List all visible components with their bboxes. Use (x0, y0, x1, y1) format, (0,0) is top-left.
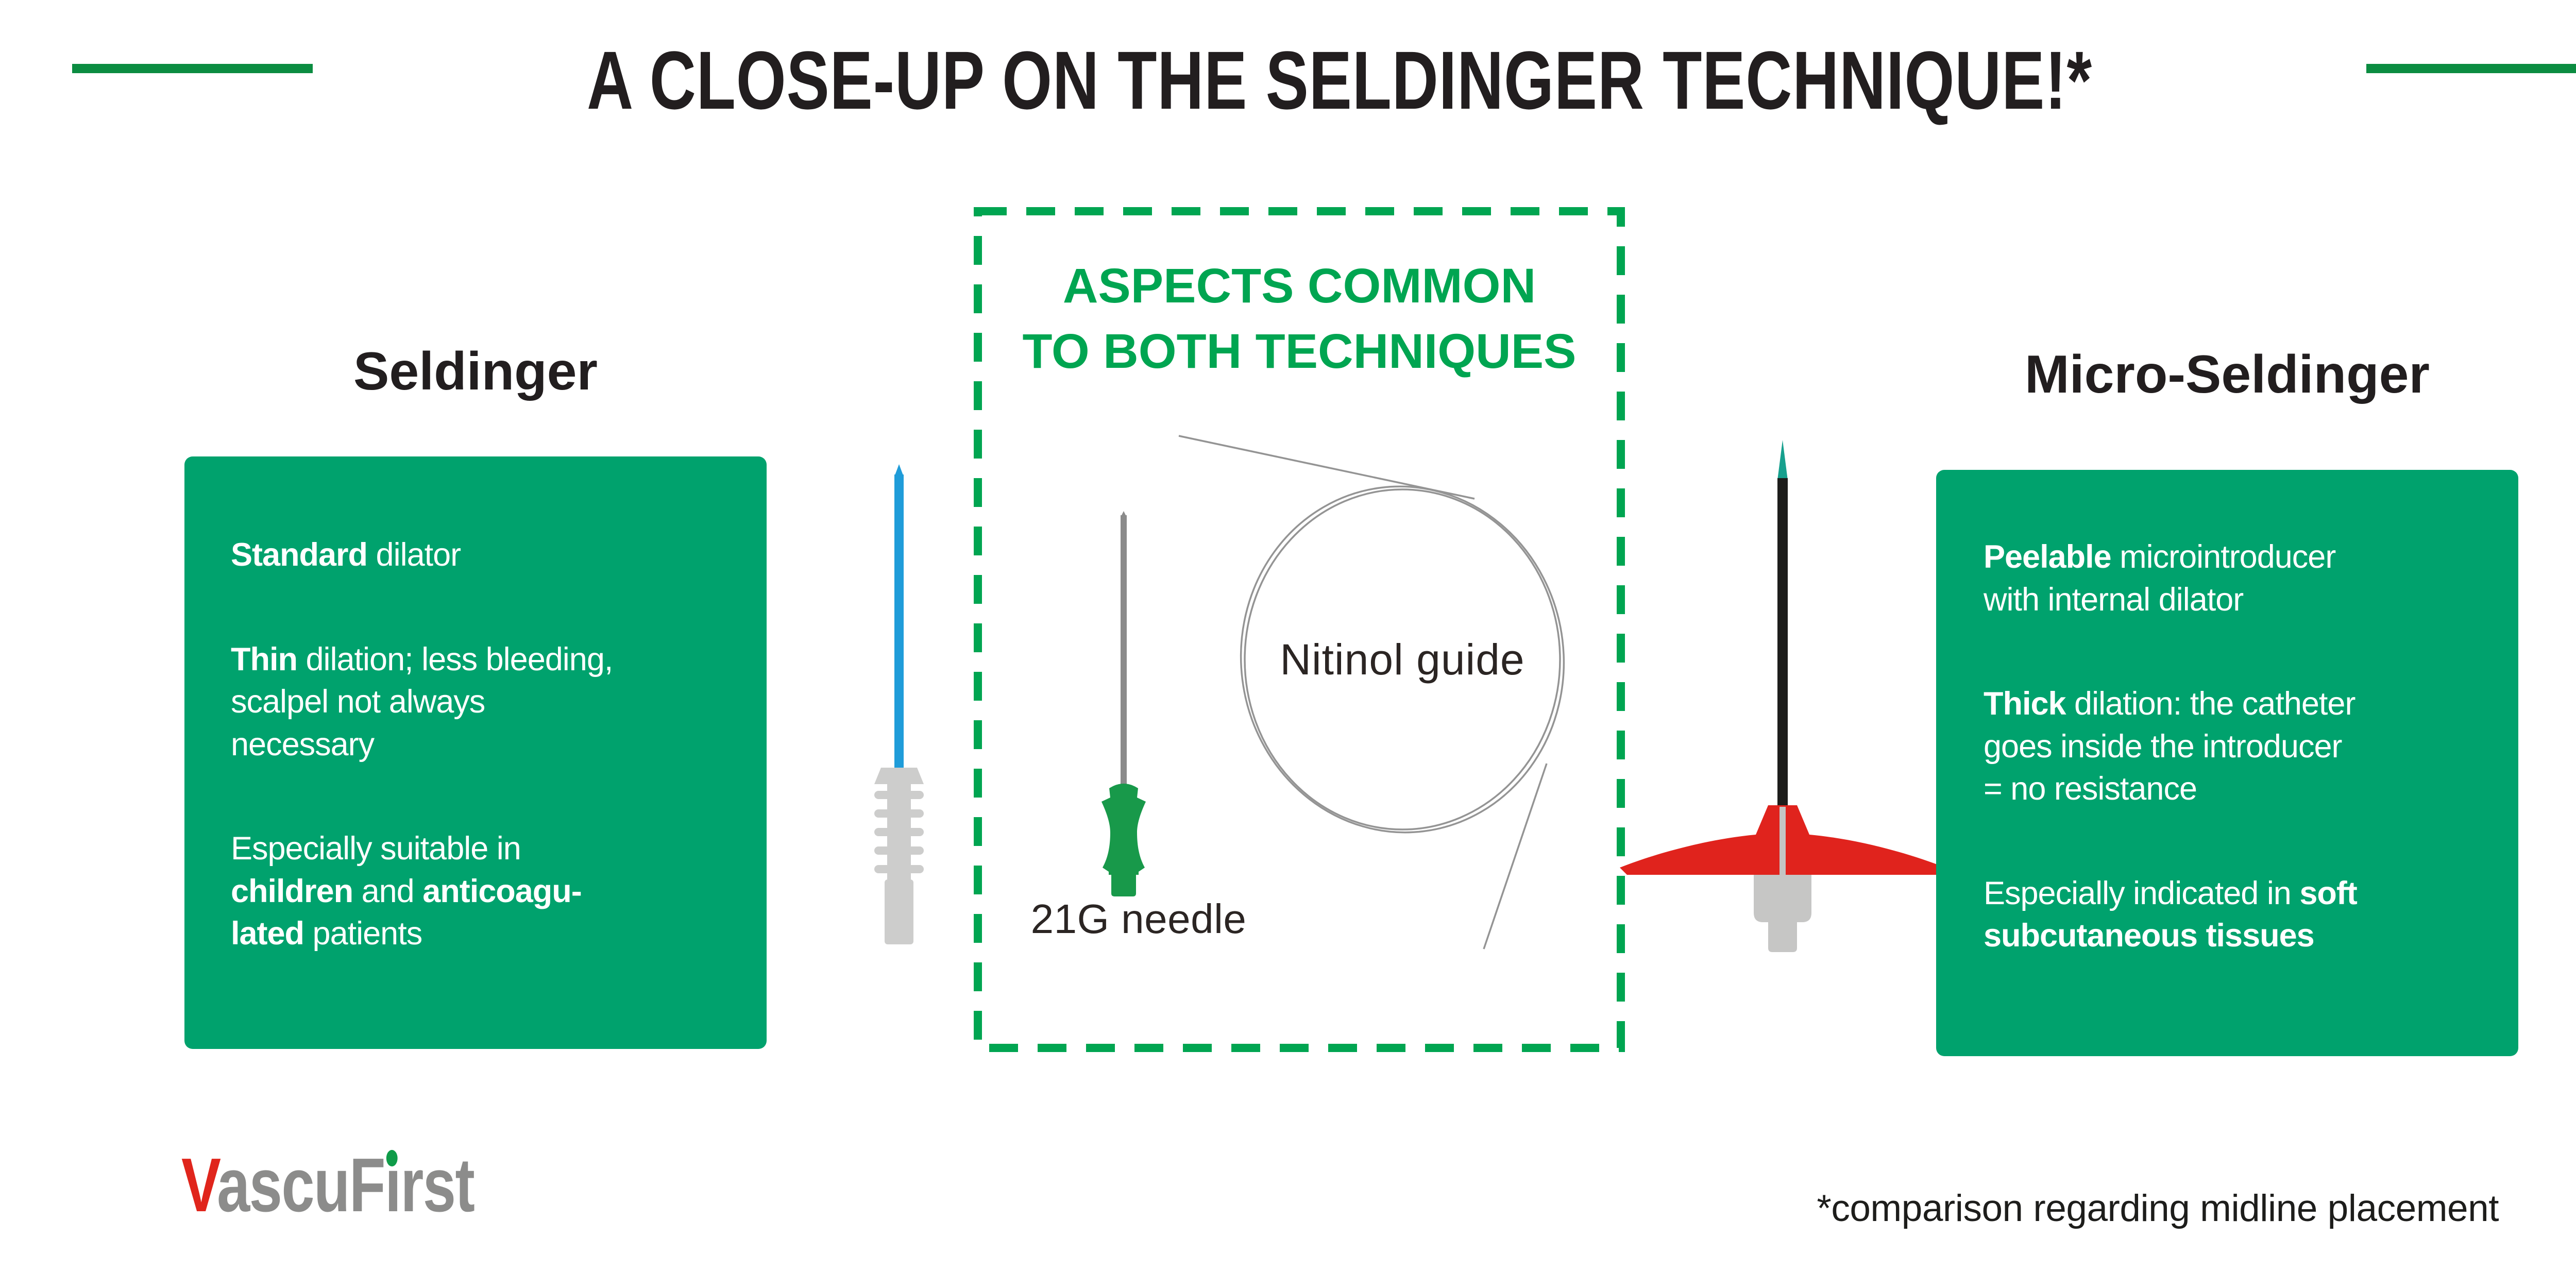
logo-letter-i: ı (385, 1142, 401, 1229)
21g-needle-icon (1101, 511, 1146, 896)
page-title: A CLOSE-UP ON THE SELDINGER TECHNIQUE!* (587, 34, 2092, 126)
needle-label: 21G needle (1030, 896, 1247, 942)
logo-text-end: rst (400, 1143, 474, 1228)
common-aspects-heading-line1: ASPECTS COMMON (1062, 259, 1536, 313)
peelable-microintroducer-icon (1620, 440, 1945, 952)
page-title-wrap: A CLOSE-UP ON THE SELDINGER TECHNIQUE!* (0, 33, 2576, 128)
seldinger-point-dilation: Thin dilation; less bleeding,scalpel not… (231, 641, 613, 762)
logo-i-dot-icon (386, 1150, 398, 1166)
title-accent-line-left (72, 64, 313, 73)
seldinger-point-dilator: Standard dilator (231, 537, 461, 573)
nitinol-guide-label: Nitinol guide (1280, 635, 1525, 684)
nitinol-guide-icon (1178, 435, 1565, 950)
micro-seldinger-heading: Micro-Seldinger (2025, 345, 2430, 404)
title-accent-line-right (2366, 64, 2576, 73)
common-aspects-dashed-border (974, 207, 1625, 1052)
common-aspects-heading: ASPECTS COMMON TO BOTH TECHNIQUES (974, 253, 1625, 385)
logo-letter-v: V (181, 1143, 218, 1228)
seldinger-heading: Seldinger (353, 342, 598, 401)
common-aspects-heading-line2: TO BOTH TECHNIQUES (1022, 324, 1577, 379)
seldinger-info-box: Standard dilator Thin dilation; less ble… (184, 456, 767, 1049)
logo-text-mid: ascuF (217, 1143, 385, 1228)
standard-dilator-icon (874, 464, 924, 944)
comparison-footnote: *comparison regarding midline placement (1817, 1188, 2499, 1229)
